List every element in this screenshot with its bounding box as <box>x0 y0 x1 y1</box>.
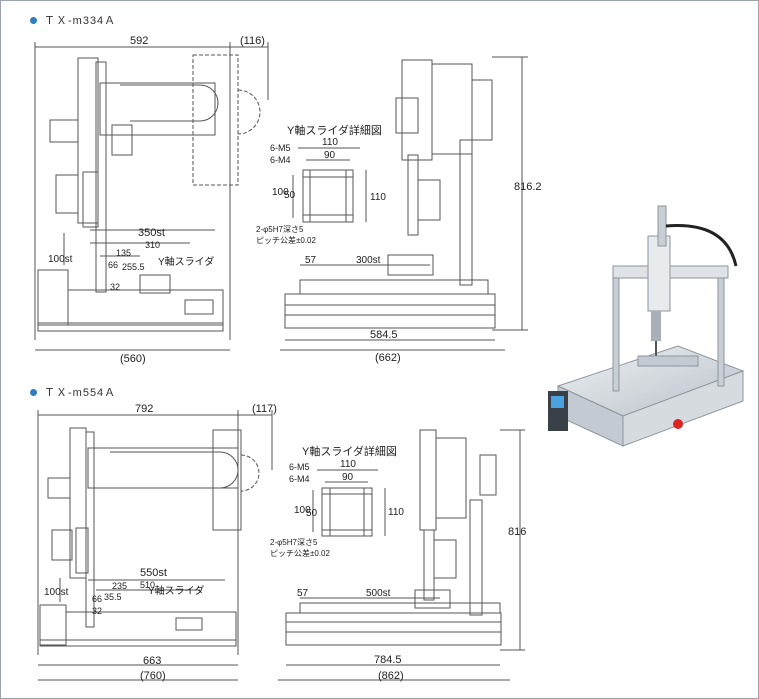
detail-title: Y軸スライダ詳細図 <box>302 444 397 458</box>
width-dim: 592 <box>130 35 148 47</box>
x-stroke-dim: 100st <box>48 254 73 265</box>
m5-label: 6-M5 <box>289 462 310 472</box>
y-sub-dim: 310 <box>145 240 160 250</box>
z-b-dim: 35.5 <box>104 592 122 602</box>
hole-note: 2-φ5H7深さ5 <box>270 538 318 547</box>
m4-label: 6-M4 <box>289 474 310 484</box>
slider-detail-2 <box>312 469 386 537</box>
model-name: ＴＸ-m554Ａ <box>44 387 117 399</box>
z-b-dim: 255.5 <box>122 262 145 272</box>
emergency-stop-icon <box>673 419 683 429</box>
z-offset-dim: 57 <box>297 588 309 599</box>
robot-photo <box>548 205 745 447</box>
depth-total-dim: (862) <box>378 670 404 682</box>
z-a-dim: 235 <box>112 581 127 591</box>
pitch-note: ピッチ公差±0.02 <box>270 548 331 558</box>
x-sub-dim: 32 <box>110 282 120 292</box>
z-offset-dim: 57 <box>305 255 317 266</box>
model-heading-2: ＴＸ-m554Ａ <box>30 384 116 400</box>
d110-dim: 110 <box>322 137 338 148</box>
m5-label: 6-M5 <box>270 143 291 153</box>
bullet-icon <box>30 388 37 396</box>
side-x-stroke-dim: 300st <box>356 255 381 266</box>
depth-total-dim: (662) <box>375 352 401 364</box>
pitch-note: ピッチ公差±0.02 <box>256 235 317 245</box>
base-width-dim: 663 <box>143 655 161 667</box>
detail-title: Y軸スライダ詳細図 <box>287 123 382 137</box>
side-x-stroke-dim: 500st <box>366 588 391 599</box>
h100-dim: 100 <box>294 505 311 516</box>
y-stroke-dim: 550st <box>140 567 167 579</box>
base-width-dim: (560) <box>120 353 146 365</box>
slider-label: Y軸スライダ <box>158 255 214 268</box>
x-sub-dim: 32 <box>92 606 102 616</box>
y-sub-dim: 510 <box>140 580 155 590</box>
slider-detail-1 <box>292 147 367 223</box>
side-view-2 <box>278 429 525 681</box>
y-stroke-dim: 350st <box>138 227 165 239</box>
h110-dim: 110 <box>370 192 386 203</box>
d90-dim: 90 <box>324 150 336 161</box>
depth-dim: 784.5 <box>374 654 402 666</box>
base-total-dim: (760) <box>140 670 166 682</box>
h110-dim: 110 <box>388 507 404 518</box>
h50-dim: 50 <box>306 508 318 519</box>
overhang-dim: (117) <box>252 403 277 415</box>
d110-dim: 110 <box>340 459 356 470</box>
section-2-labels: 792 (117) 550st 510 235 35.5 100st 32 66… <box>44 403 526 682</box>
depth-dim: 584.5 <box>370 329 398 341</box>
section-1-labels: 592 (116) 350st 310 135 255.5 100st 32 6… <box>48 35 542 365</box>
width-dim: 792 <box>135 403 153 415</box>
slider-label: Y軸スライダ <box>148 584 204 597</box>
front-view-2 <box>37 410 273 681</box>
h50-dim: 50 <box>284 190 296 201</box>
m4-label: 6-M4 <box>270 155 291 165</box>
height-dim: 816 <box>508 526 526 538</box>
x-stroke-dim: 100st <box>44 587 69 598</box>
d90-dim: 90 <box>342 472 354 483</box>
z-a-dim: 135 <box>116 248 131 258</box>
model-name: ＴＸ-m334Ａ <box>44 15 117 27</box>
offset-dim: 66 <box>108 260 118 270</box>
hole-note: 2-φ5H7深さ5 <box>256 225 304 234</box>
bullet-icon <box>30 16 37 24</box>
offset-dim: 66 <box>92 594 102 604</box>
front-view-1 <box>34 42 269 351</box>
height-dim: 816.2 <box>514 181 542 193</box>
model-heading-1: ＴＸ-m334Ａ <box>30 12 116 28</box>
side-view-1 <box>280 56 528 351</box>
overhang-dim: (116) <box>240 35 265 47</box>
h100-dim: 100 <box>272 187 289 198</box>
